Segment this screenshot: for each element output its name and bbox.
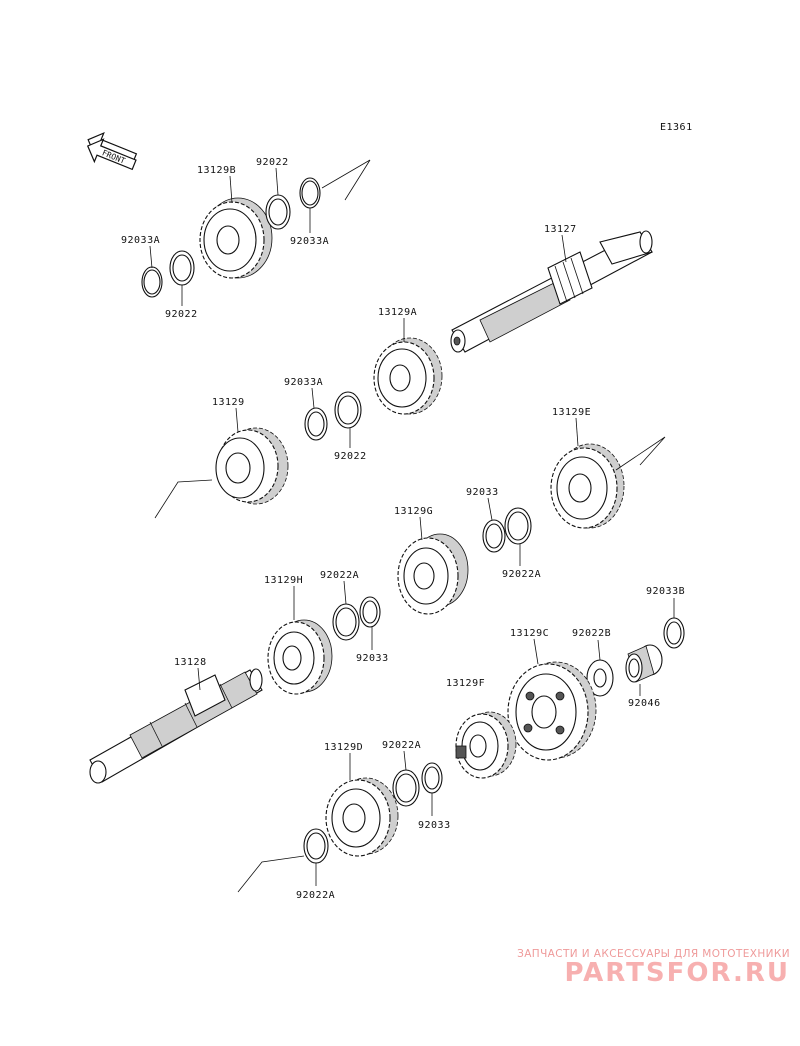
circlip-92033A-right — [299, 177, 321, 209]
label-92022-mid: 92022 — [334, 451, 367, 462]
label-13129G: 13129G — [394, 506, 433, 517]
label-92033B: 92033B — [646, 586, 685, 597]
label-92033A-right: 92033A — [290, 236, 329, 247]
gear-13129E — [550, 443, 625, 529]
label-92033A-left: 92033A — [121, 235, 160, 246]
circlip-92033A-mid — [304, 407, 328, 441]
washer-92022A-h — [332, 603, 360, 641]
front-arrow-icon: FRONT — [86, 131, 138, 171]
label-13129F: 13129F — [446, 678, 485, 689]
watermark-logo: ЗАПЧАСТИ И АКСЕССУАРЫ ДЛЯ МОТОТЕХНИКИ PA… — [470, 948, 790, 988]
washer-92022-mid — [334, 391, 362, 429]
label-13129C: 13129C — [510, 628, 549, 639]
label-13129A: 13129A — [378, 307, 417, 318]
label-92033A-mid: 92033A — [284, 377, 323, 388]
label-13129: 13129 — [212, 397, 245, 408]
label-92022A-d: 92022A — [382, 740, 421, 751]
label-13129H: 13129H — [264, 575, 303, 586]
label-92022A-g: 92022A — [502, 569, 541, 580]
label-13128: 13128 — [174, 657, 207, 668]
label-13129B: 13129B — [197, 165, 236, 176]
washer-92022A-d — [392, 769, 420, 807]
label-92022A-h: 92022A — [320, 570, 359, 581]
circlip-92033B — [663, 617, 685, 649]
gear-13129G — [397, 533, 469, 615]
circlip-92033-g — [482, 519, 506, 553]
watermark-brand: PARTSFOR.RU — [564, 958, 790, 988]
gear-13129B — [199, 197, 273, 279]
circlip-92033A-left — [141, 266, 163, 298]
diagram-id: E1361 — [660, 122, 693, 133]
shaft-13128 — [89, 668, 263, 784]
gear-13129 — [215, 427, 289, 505]
gear-13129A — [373, 337, 443, 415]
label-92033-d: 92033 — [418, 820, 451, 831]
label-92033-g: 92033 — [466, 487, 499, 498]
shaft-13127 — [450, 230, 653, 353]
gear-13129D — [325, 777, 399, 857]
needle-bearing-92046 — [625, 644, 663, 683]
gear-13129F — [455, 711, 517, 779]
gear-13129H — [267, 619, 333, 695]
label-13127: 13127 — [544, 224, 577, 235]
gear-13129C — [507, 661, 597, 761]
label-92022A-bottom: 92022A — [296, 890, 335, 901]
washer-92022B — [586, 659, 614, 697]
watermark-tagline: ЗАПЧАСТИ И АКСЕССУАРЫ ДЛЯ МОТОТЕХНИКИ — [517, 948, 790, 960]
washer-92022-top — [265, 194, 291, 230]
circlip-92033-h — [359, 596, 381, 628]
label-92046: 92046 — [628, 698, 661, 709]
washer-92022A-g — [504, 507, 532, 545]
washer-92022-left — [169, 250, 195, 286]
label-13129D: 13129D — [324, 742, 363, 753]
label-92033-h: 92033 — [356, 653, 389, 664]
label-13129E: 13129E — [552, 407, 591, 418]
label-92022B: 92022B — [572, 628, 611, 639]
circlip-92033-d — [421, 762, 443, 794]
washer-92022A-bottom — [303, 828, 329, 864]
label-92022-left: 92022 — [165, 309, 198, 320]
label-92022-top: 92022 — [256, 157, 289, 168]
